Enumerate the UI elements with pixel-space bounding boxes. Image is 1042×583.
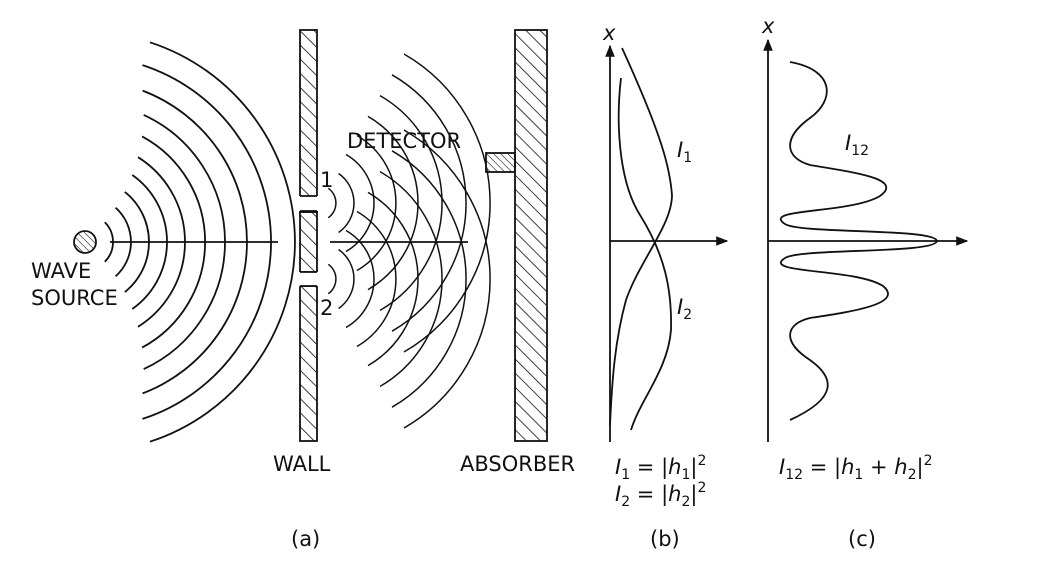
source-wavefront [149, 41, 296, 443]
slit-2-wavefront [379, 170, 443, 388]
detector-label: DETECTOR [347, 129, 461, 153]
slit-1-wavefront [379, 94, 443, 312]
absorber [514, 29, 548, 442]
curve-i2-label: I2 [677, 295, 692, 323]
slit-1-wavefront [338, 172, 355, 234]
wall-middle-segment [299, 211, 318, 273]
equation-i12: I12 = |h1 + h2|2 [779, 453, 932, 483]
panel-c-caption: (c) [848, 527, 876, 551]
curve-i1-label: I1 [677, 138, 692, 166]
slit-1-wavefront [345, 153, 375, 253]
panel-c: x I12 I12 = |h1 + h2|2 (c) [761, 14, 969, 551]
slit-1-opening [299, 196, 318, 211]
wall [299, 29, 318, 442]
slit-2-wavefront [391, 150, 467, 408]
wave-source-label-line1: WAVE [31, 259, 91, 283]
intensity-curve-i1 [609, 47, 673, 426]
panel-a-caption: (a) [291, 527, 320, 551]
panel-a: WAVE SOURCE 1 2 DETECTOR WALL ABSORBER (… [31, 29, 575, 551]
slit-2-wavefront [345, 229, 375, 329]
panel-b: x I1 I2 I1 = |h1|2 I2 = |h2|2 (b) [602, 21, 729, 551]
diffracted-wavefronts [327, 53, 491, 429]
slit-1-label: 1 [320, 168, 333, 192]
slit-2-opening [299, 272, 318, 286]
curve-i12-label: I12 [845, 131, 869, 159]
slit-2-wavefront [356, 210, 397, 348]
intensity-curve-i12 [780, 61, 938, 421]
slit-2-wavefront [338, 248, 355, 310]
intensity-curve-i2 [617, 77, 672, 431]
wave-source-icon [73, 230, 97, 254]
slit-2-label: 2 [320, 296, 333, 320]
slit-1-wavefront [327, 187, 337, 219]
wave-source-label-line2: SOURCE [31, 286, 118, 310]
equation-i1: I1 = |h1|2 [615, 453, 706, 483]
slit-1-wavefront [391, 74, 467, 332]
slit-1-wavefront [356, 134, 397, 272]
panel-b-axis-label: x [602, 21, 616, 45]
panel-c-axis-label: x [761, 14, 775, 38]
wall-upper-segment [299, 29, 318, 213]
slit-2-wavefront [367, 191, 419, 367]
slit-2-wavefront [403, 129, 491, 429]
detector-icon [485, 152, 516, 173]
panel-b-caption: (b) [650, 527, 680, 551]
slit-1-wavefront [367, 115, 419, 291]
wall-label: WALL [273, 452, 331, 476]
slit-2-wavefront [327, 263, 337, 295]
wall-lower-segment [299, 285, 318, 442]
equation-i2: I2 = |h2|2 [615, 480, 706, 510]
absorber-label: ABSORBER [460, 452, 575, 476]
slit-1-wavefront [403, 53, 491, 353]
